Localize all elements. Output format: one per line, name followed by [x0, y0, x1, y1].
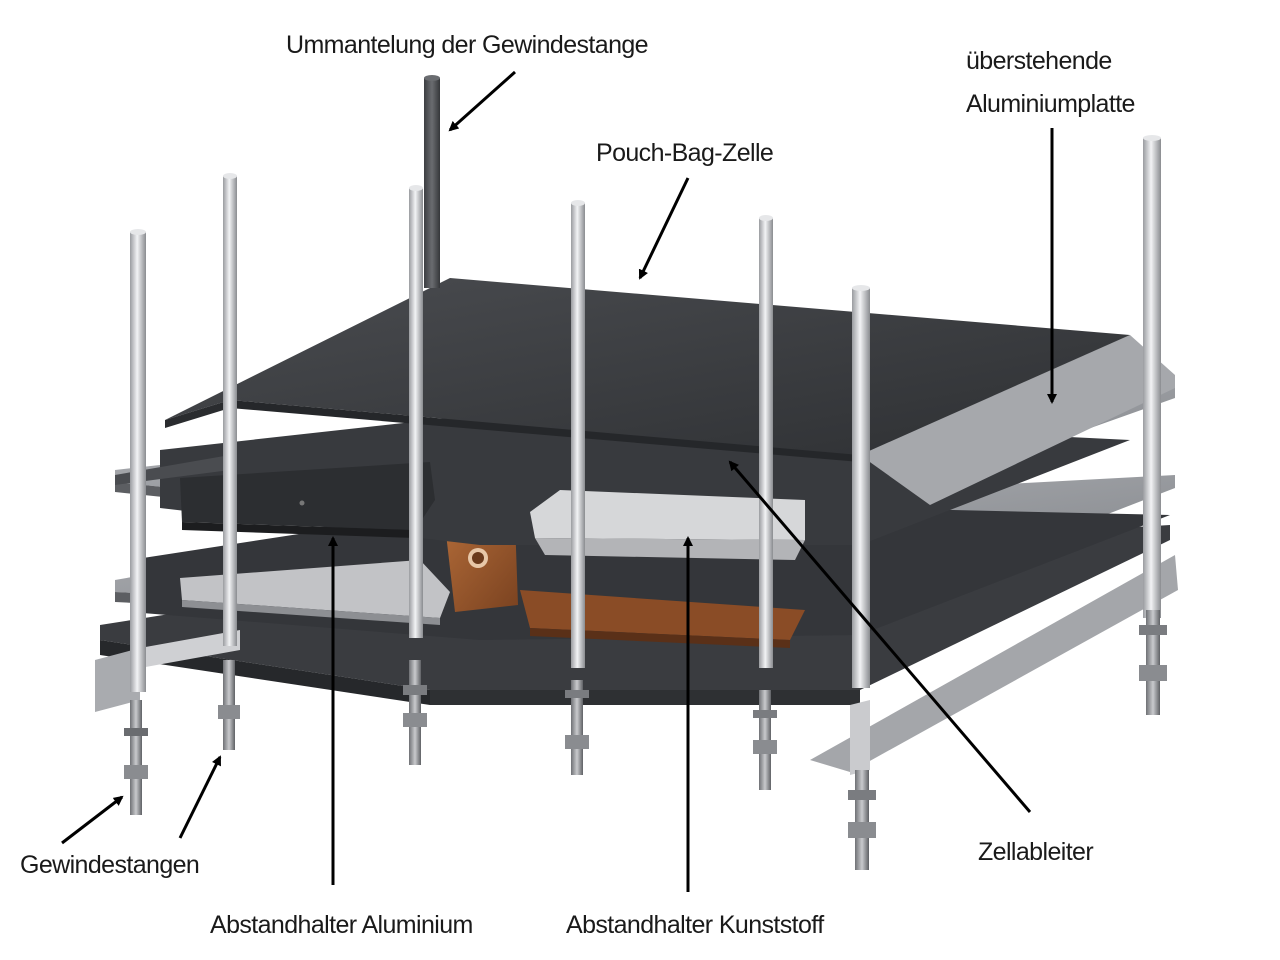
rod-6: [852, 288, 870, 688]
arrow-cell-tab: [728, 460, 1032, 813]
spacer-aluminium-upper: [180, 462, 435, 538]
rod-4: [571, 203, 585, 668]
label-threaded-rods: Gewindestangen: [20, 851, 200, 879]
rod-5: [759, 218, 773, 668]
label-pouch-cell: Pouch-Bag-Zelle: [596, 139, 774, 167]
arrow-threaded-rod-2: [178, 755, 222, 839]
rod-sheath: [424, 78, 440, 288]
plastic-spacer-brown: [520, 590, 805, 648]
rod-3: [409, 188, 423, 638]
label-rod-sheath: Ummantelung der Gewindestange: [286, 31, 649, 59]
spacer-aluminium-lower: [180, 560, 450, 625]
label-spacer-aluminium: Abstandhalter Aluminium: [210, 911, 473, 939]
rod-7: [1143, 138, 1161, 618]
bolts: [124, 610, 1167, 870]
angle-bracket-right: [810, 555, 1178, 775]
arrow-pouch-cell: [638, 177, 690, 280]
arrow-rod-sheath: [448, 70, 516, 132]
label-spacer-plastic: Abstandhalter Kunststoff: [566, 911, 824, 939]
top-pouch-cell: [165, 278, 1130, 462]
leader-arrows: [61, 70, 1057, 892]
rod-2: [223, 176, 237, 646]
label-cell-tab: Zellableiter: [978, 838, 1094, 866]
spacer-plastic-upper: [530, 490, 805, 560]
angle-bracket-left: [95, 630, 240, 712]
rods: [130, 75, 1161, 692]
label-protruding-plate-line2: Aluminiumplatte: [966, 90, 1135, 118]
rod-1: [130, 232, 146, 692]
label-protruding-plate-line1: überstehende: [966, 47, 1112, 75]
arrow-threaded-rod-1: [61, 795, 124, 845]
